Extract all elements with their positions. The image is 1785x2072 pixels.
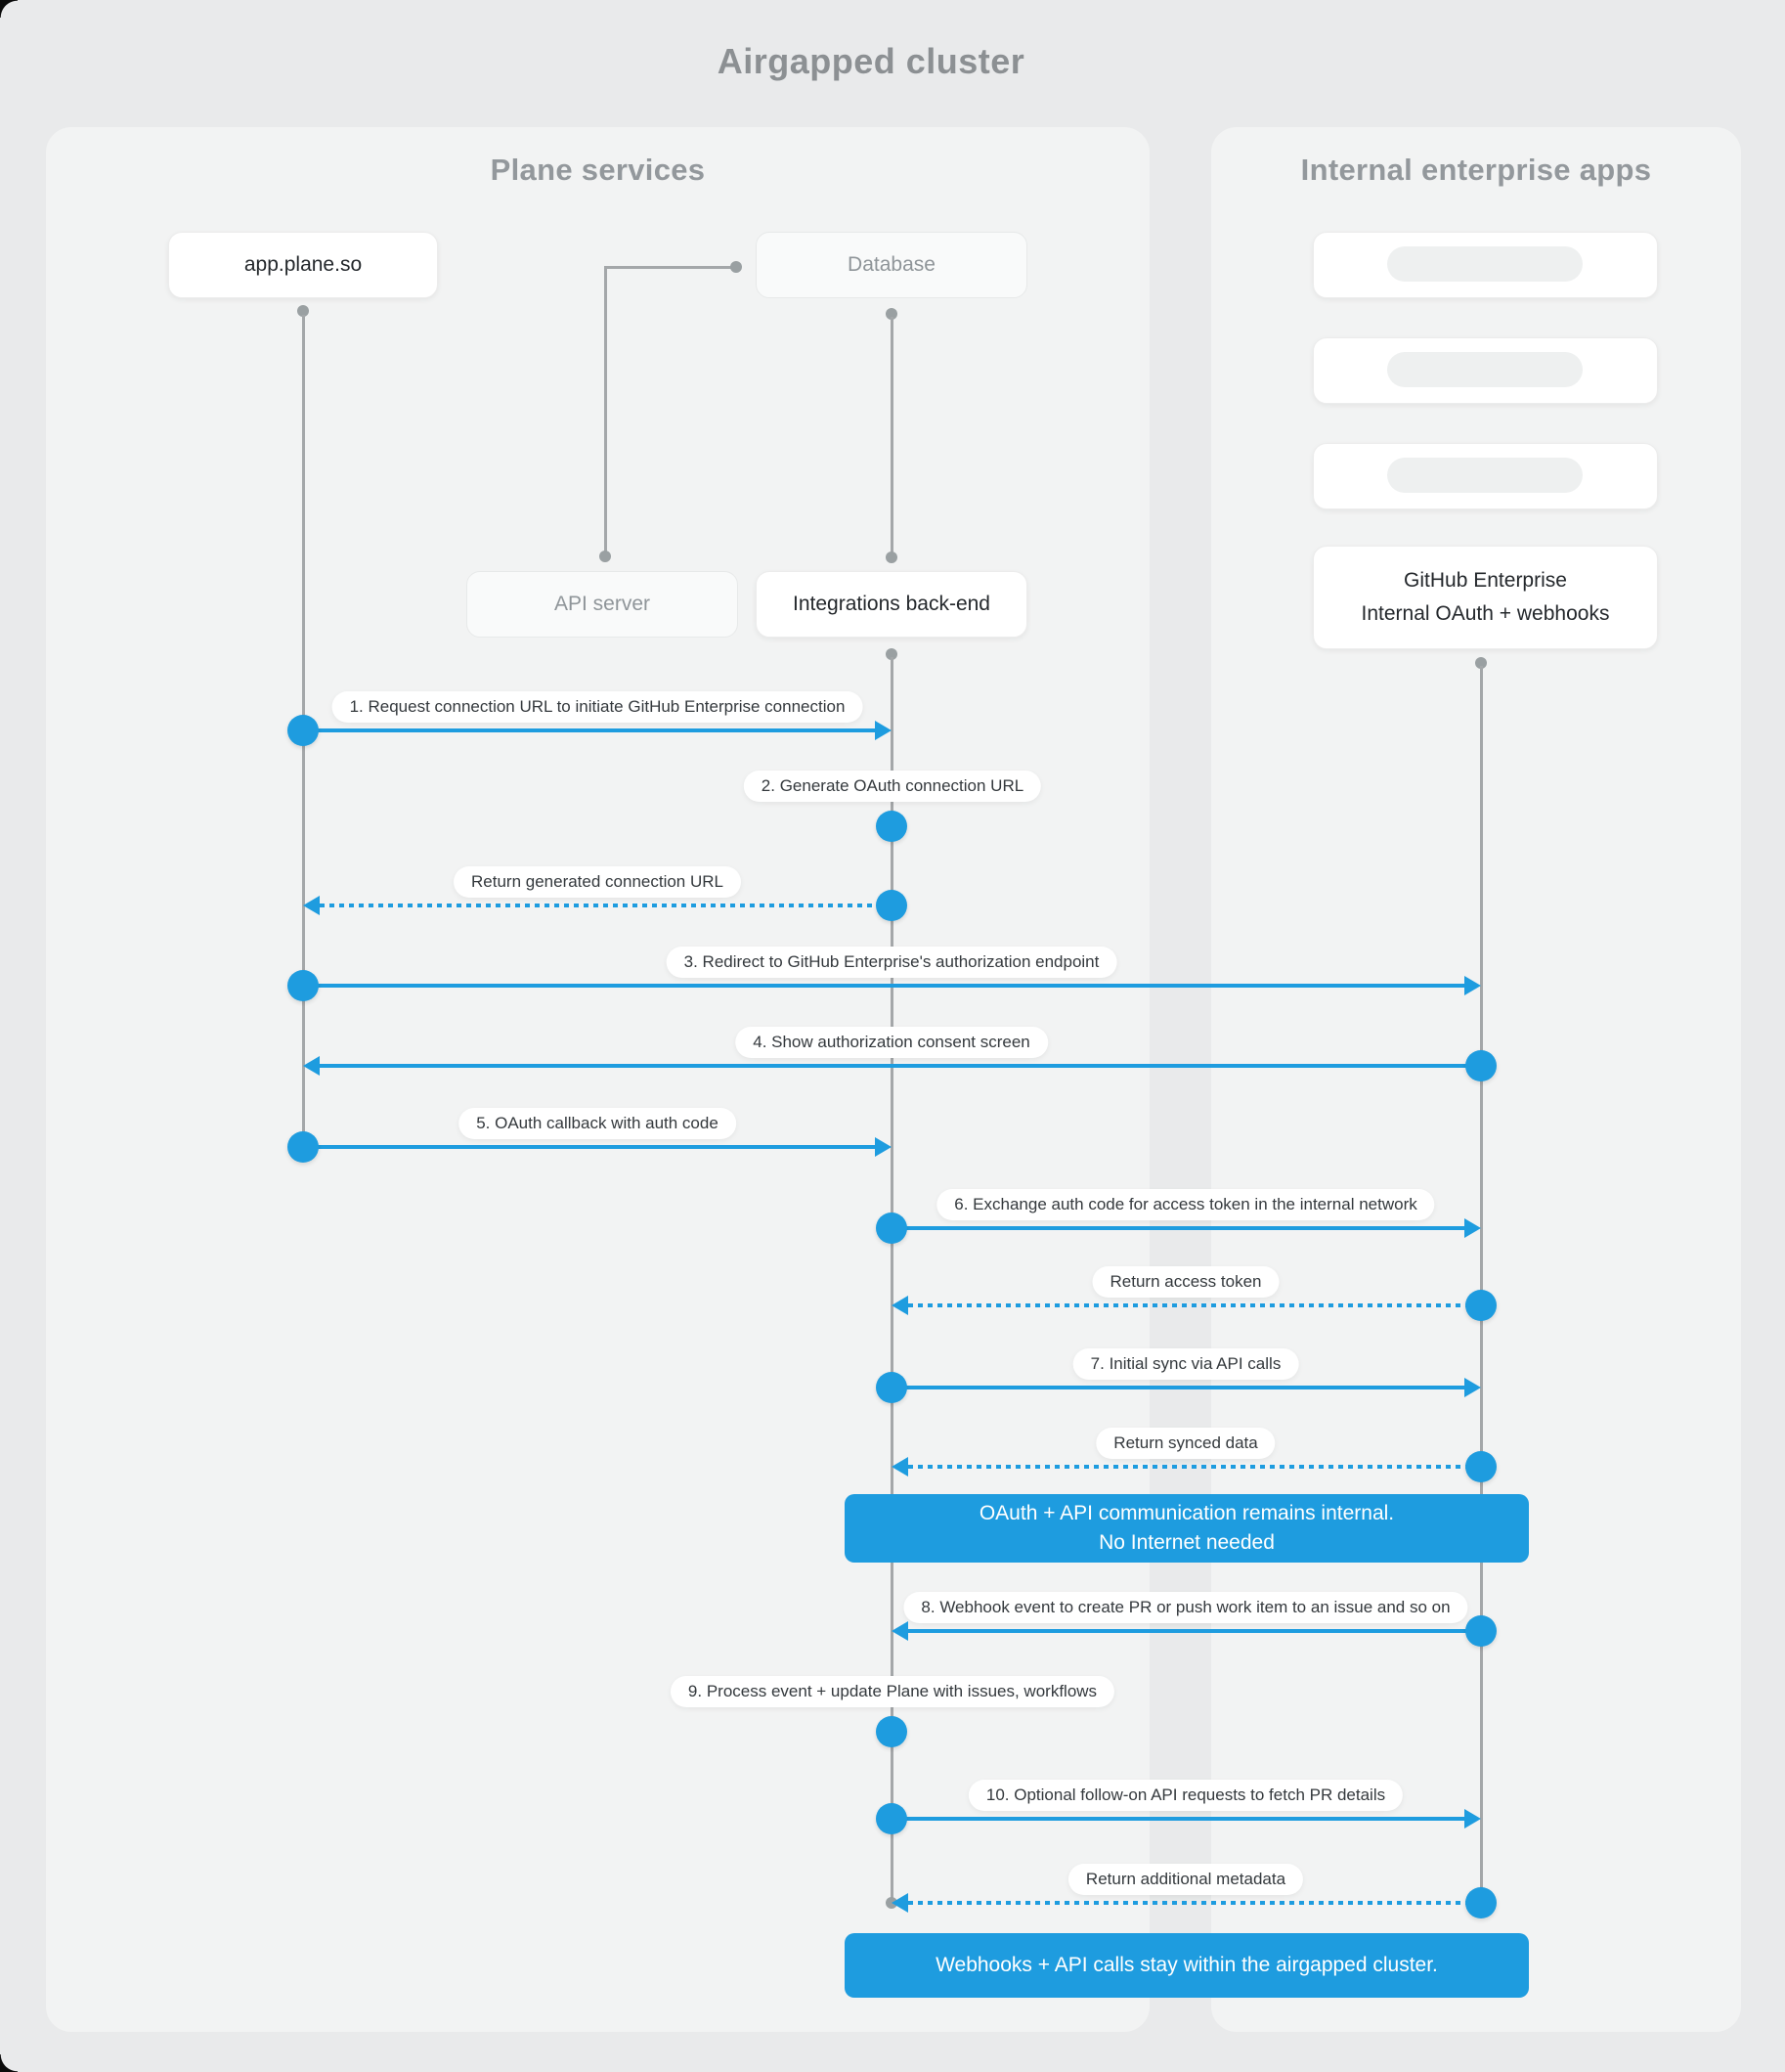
return-access-token-line <box>908 1303 1481 1307</box>
message-4-line <box>320 1064 1481 1068</box>
actor-app-plane-so: app.plane.so <box>168 232 438 298</box>
message-8-origin-dot <box>1465 1615 1497 1647</box>
message-5-line <box>303 1145 877 1149</box>
return-connection-url-line <box>320 904 892 907</box>
return-synced-data-line <box>908 1465 1481 1469</box>
diagram-title: Airgapped cluster <box>717 41 1025 81</box>
return-connection-url-origin-dot <box>876 890 907 921</box>
message-7-origin-dot <box>876 1372 907 1403</box>
message-6-line <box>892 1226 1466 1230</box>
message-7-label: 7. Initial sync via API calls <box>1072 1348 1299 1380</box>
actor-database-label: Database <box>848 253 936 276</box>
message-8-label: 8. Webhook event to create PR or push wo… <box>903 1592 1468 1623</box>
message-4-origin-dot <box>1465 1050 1497 1081</box>
message-5-arrowhead <box>875 1137 892 1157</box>
database-lifeline-bottom-dot <box>886 551 897 563</box>
message-10-label: 10. Optional follow-on API requests to f… <box>968 1780 1404 1811</box>
message-1-arrowhead <box>875 721 892 740</box>
message-2-self-dot <box>876 811 907 842</box>
return-synced-data-origin-dot <box>1465 1451 1497 1482</box>
message-1-line <box>303 728 877 732</box>
plane-services-header: Plane services <box>490 153 706 187</box>
plane-services-panel <box>46 127 1150 2032</box>
airgapped-banner: Webhooks + API calls stay within the air… <box>845 1933 1529 1998</box>
message-10-origin-dot <box>876 1803 907 1834</box>
actor-api-server-label: API server <box>553 593 651 615</box>
return-additional-metadata-line <box>908 1901 1481 1905</box>
internal-enterprise-apps-header: Internal enterprise apps <box>1300 153 1652 187</box>
actor-github-enterprise: GitHub Enterprise Internal OAuth + webho… <box>1313 546 1658 649</box>
return-connection-url-arrowhead <box>303 896 320 915</box>
actor-app-plane-so-label: app.plane.so <box>243 253 363 276</box>
message-5-label: 5. OAuth callback with auth code <box>458 1108 736 1139</box>
screenshot-corner-top-left <box>0 0 18 18</box>
integrations-lifeline-top-dot <box>886 648 897 660</box>
message-9-self-dot <box>876 1716 907 1747</box>
integrations-lifeline <box>891 657 893 1903</box>
placeholder-pill-3 <box>1387 458 1583 493</box>
app-lifeline-top-dot <box>297 305 309 317</box>
message-9-label: 9. Process event + update Plane with iss… <box>670 1676 1115 1707</box>
api-database-connector-end-dot <box>730 261 742 273</box>
return-access-token-origin-dot <box>1465 1290 1497 1321</box>
database-lifeline-top-dot <box>886 308 897 320</box>
placeholder-pill-1 <box>1387 246 1583 282</box>
internal-communication-banner-line1: OAuth + API communication remains intern… <box>979 1502 1395 1524</box>
message-4-arrowhead <box>303 1056 320 1076</box>
internal-communication-banner: OAuth + API communication remains intern… <box>845 1494 1529 1563</box>
return-additional-metadata-arrowhead <box>892 1893 908 1913</box>
message-10-line <box>892 1817 1466 1821</box>
github-lifeline <box>1480 666 1483 1903</box>
screenshot-corner-bottom-left <box>0 2054 18 2072</box>
return-additional-metadata-origin-dot <box>1465 1887 1497 1918</box>
message-2-label: 2. Generate OAuth connection URL <box>743 771 1042 802</box>
api-database-connector-start-dot <box>599 551 611 562</box>
message-6-label: 6. Exchange auth code for access token i… <box>936 1189 1435 1220</box>
message-8-arrowhead <box>892 1621 908 1641</box>
message-1-label: 1. Request connection URL to initiate Gi… <box>331 691 863 723</box>
database-lifeline <box>891 317 893 553</box>
message-1-origin-dot <box>287 715 319 746</box>
actor-integrations-backend: Integrations back-end <box>756 571 1027 638</box>
api-database-connector-horizontal <box>606 266 733 269</box>
message-6-arrowhead <box>1464 1218 1481 1238</box>
return-synced-data-arrowhead <box>892 1457 908 1477</box>
message-7-arrowhead <box>1464 1378 1481 1397</box>
message-4-label: 4. Show authorization consent screen <box>735 1027 1048 1058</box>
return-synced-data-label: Return synced data <box>1096 1428 1276 1459</box>
message-3-arrowhead <box>1464 976 1481 995</box>
actor-github-enterprise-label-line1: GitHub Enterprise <box>1404 569 1567 592</box>
internal-communication-banner-line2: No Internet needed <box>1099 1531 1275 1554</box>
message-3-label: 3. Redirect to GitHub Enterprise's autho… <box>666 947 1117 978</box>
message-7-line <box>892 1386 1466 1389</box>
message-5-origin-dot <box>287 1131 319 1163</box>
airgapped-banner-text: Webhooks + API calls stay within the air… <box>936 1954 1438 1976</box>
placeholder-pill-2 <box>1387 352 1583 387</box>
actor-integrations-backend-label: Integrations back-end <box>793 593 990 615</box>
api-database-connector-vertical <box>604 266 607 553</box>
return-access-token-label: Return access token <box>1092 1266 1280 1298</box>
actor-api-server: API server <box>466 571 738 638</box>
return-additional-metadata-label: Return additional metadata <box>1067 1864 1304 1895</box>
message-3-origin-dot <box>287 970 319 1001</box>
actor-github-enterprise-label-line2: Internal OAuth + webhooks <box>1361 602 1610 625</box>
return-connection-url-label: Return generated connection URL <box>454 866 741 898</box>
message-6-origin-dot <box>876 1212 907 1244</box>
message-3-line <box>303 984 1466 988</box>
message-8-line <box>908 1629 1481 1633</box>
return-access-token-arrowhead <box>892 1296 908 1315</box>
message-10-arrowhead <box>1464 1809 1481 1829</box>
github-lifeline-top-dot <box>1475 657 1487 669</box>
actor-database: Database <box>756 232 1027 298</box>
